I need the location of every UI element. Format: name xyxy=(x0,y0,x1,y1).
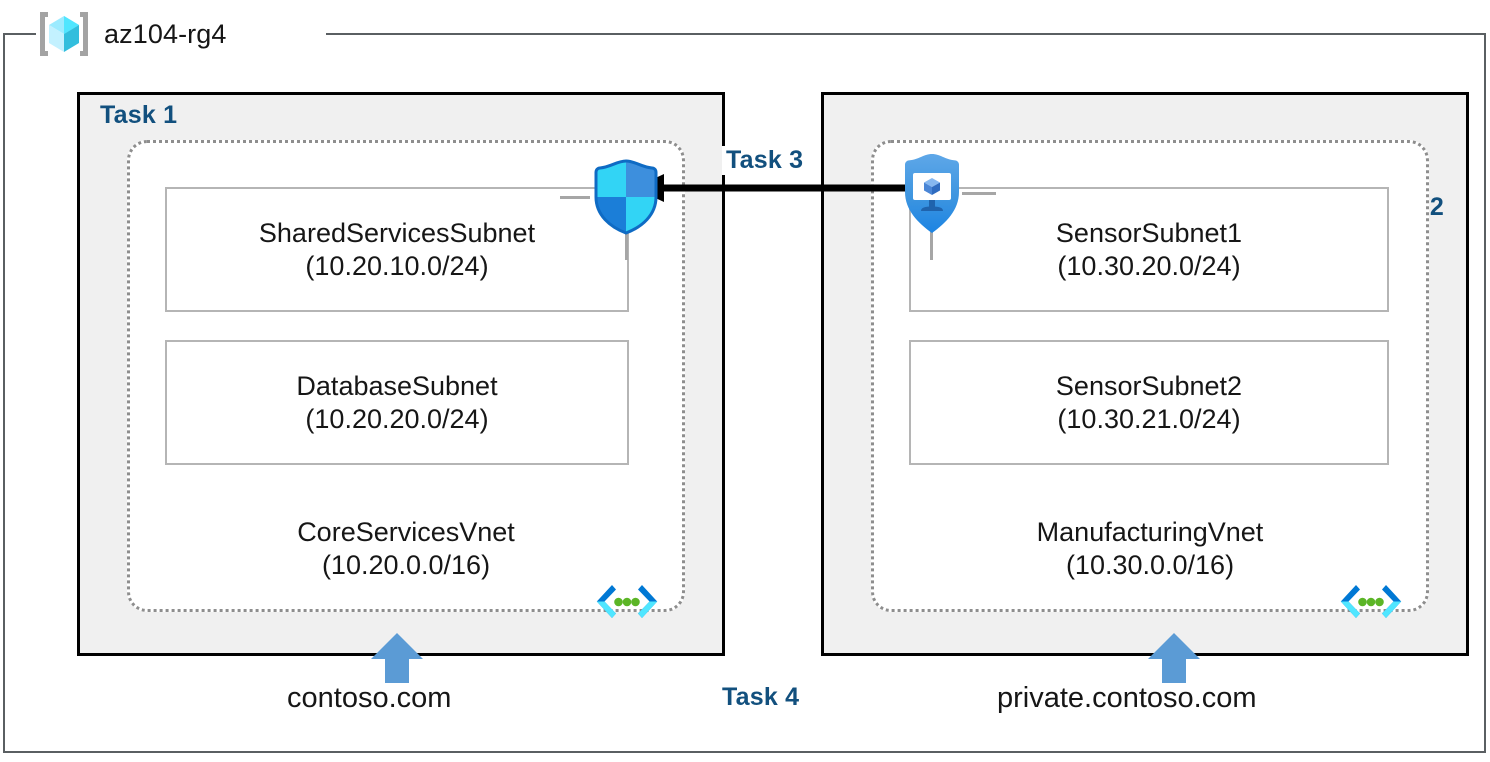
subnet-name: SharedServicesSubnet xyxy=(258,217,536,248)
task-1-label: Task 1 xyxy=(100,101,178,129)
subnet-sensor-1: SensorSubnet1 (10.30.20.0/24) xyxy=(909,187,1389,312)
vnet-manufacturing-caption: ManufacturingVnet (10.30.0.0/16) xyxy=(871,516,1429,582)
up-arrow-icon xyxy=(371,633,423,683)
task-4-label: Task 4 xyxy=(722,683,800,711)
nsg-connector-line-left xyxy=(560,196,590,199)
dns-zone-private-contoso: private.contoso.com xyxy=(997,682,1257,714)
nsg-connector-line-down xyxy=(625,230,628,260)
virtual-network-icon xyxy=(596,583,658,625)
network-security-group-shield-icon xyxy=(586,157,666,237)
dns-zone-contoso: contoso.com xyxy=(287,682,452,714)
virtual-network-icon xyxy=(1340,583,1402,625)
subnet-cidr: (10.20.20.0/24) xyxy=(305,403,489,434)
subnet-cidr: (10.30.20.0/24) xyxy=(1057,250,1241,281)
vnet-core-services-caption: CoreServicesVnet (10.20.0.0/16) xyxy=(127,516,685,582)
bastion-connector-line-down xyxy=(930,230,933,260)
azure-bastion-shield-icon xyxy=(896,152,968,236)
subnet-name: SensorSubnet1 xyxy=(1055,217,1243,248)
resource-group-cube-icon xyxy=(36,8,92,60)
subnet-cidr: (10.20.10.0/24) xyxy=(305,250,489,281)
subnet-cidr: (10.30.21.0/24) xyxy=(1057,403,1241,434)
vnet-cidr: (10.30.0.0/16) xyxy=(1065,549,1235,580)
task-3-label: Task 3 xyxy=(722,146,808,175)
subnet-database: DatabaseSubnet (10.20.20.0/24) xyxy=(165,340,629,465)
resource-group-title: az104-rg4 xyxy=(36,6,226,62)
vnet-name: CoreServicesVnet xyxy=(297,517,515,547)
subnet-shared-services: SharedServicesSubnet (10.20.10.0/24) xyxy=(165,187,629,312)
vnet-name: ManufacturingVnet xyxy=(1036,517,1264,547)
vnet-cidr: (10.20.0.0/16) xyxy=(321,549,491,580)
bastion-connector-line-right xyxy=(962,192,996,195)
subnet-name: SensorSubnet2 xyxy=(1055,370,1243,401)
subnet-sensor-2: SensorSubnet2 (10.30.21.0/24) xyxy=(909,340,1389,465)
resource-group-frame xyxy=(3,33,1486,753)
up-arrow-icon xyxy=(1148,633,1200,683)
resource-group-name: az104-rg4 xyxy=(104,18,227,49)
subnet-name: DatabaseSubnet xyxy=(296,370,498,401)
